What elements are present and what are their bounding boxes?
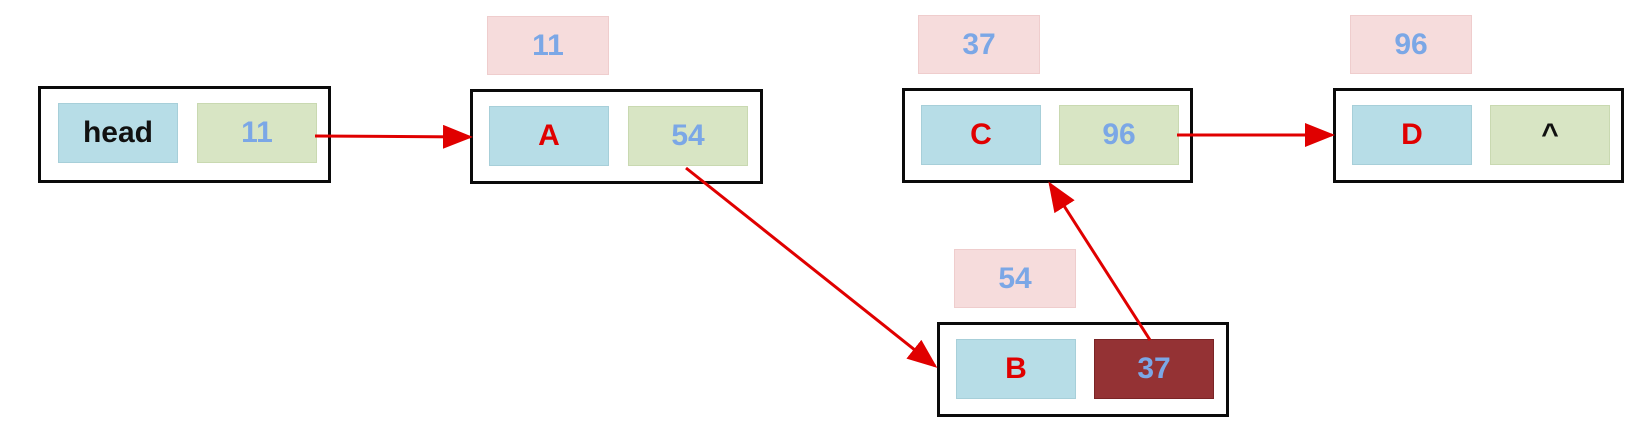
node-c: C 96 [902, 88, 1193, 183]
node-a-data: A [489, 106, 609, 166]
node-d-data: D [1352, 105, 1472, 165]
node-a-next-pointer: 54 [628, 106, 748, 166]
node-b-data: B [956, 339, 1076, 399]
node-b-next-pointer: 37 [1094, 339, 1214, 399]
node-d: D ^ [1333, 88, 1624, 183]
node-c-address: 37 [918, 15, 1040, 74]
arrow-a-to-b [685, 166, 938, 368]
node-b-address: 54 [954, 249, 1076, 308]
node-c-next-pointer: 96 [1059, 105, 1179, 165]
node-c-data: C [921, 105, 1041, 165]
node-d-address: 96 [1350, 15, 1472, 74]
arrow-head-to-a [314, 124, 473, 149]
node-d-next-pointer: ^ [1490, 105, 1610, 165]
head-node: head 11 [38, 86, 331, 183]
node-a: A 54 [470, 89, 763, 184]
arrow-b-to-c [1048, 181, 1152, 341]
head-label: head [58, 103, 178, 163]
node-b: B 37 [937, 322, 1229, 417]
head-next-pointer: 11 [197, 103, 317, 163]
node-a-address: 11 [487, 16, 609, 75]
